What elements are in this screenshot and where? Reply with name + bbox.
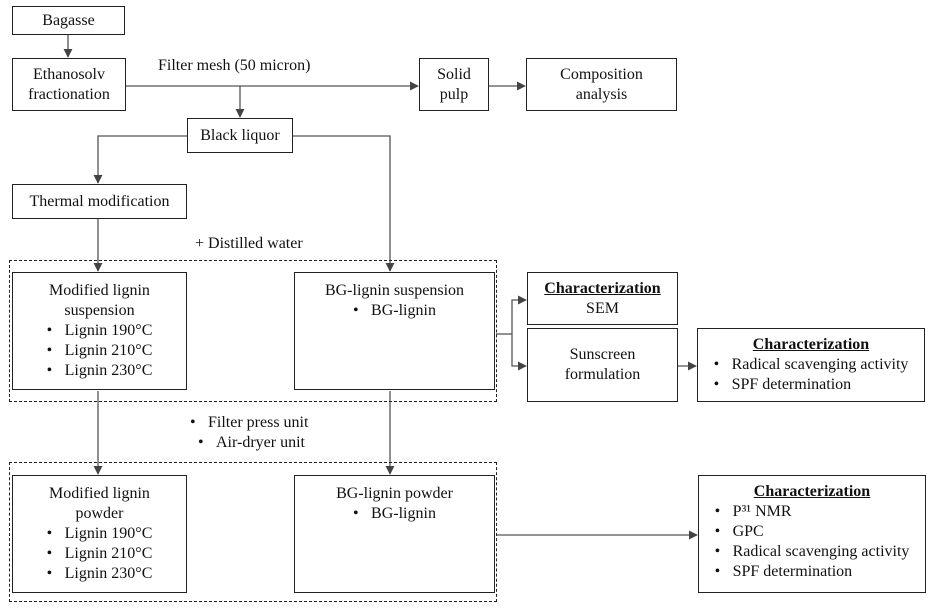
solid-pulp-box: Solid pulp — [419, 58, 489, 111]
bagasse-box: Bagasse — [12, 6, 125, 35]
mod-powder-title-2: powder — [75, 505, 124, 522]
ethanosolv-box: Ethanosolv fractionation — [12, 58, 126, 111]
bg-powder-list: BG-lignin — [353, 504, 436, 524]
list-item: SPF determination — [715, 562, 910, 582]
characterization-sunscreen-box: Characterization Radical scavenging acti… — [697, 328, 925, 402]
sunscreen-line-1: Sunscreen — [569, 346, 636, 363]
bg-susp-list: BG-lignin — [353, 301, 436, 321]
characterization-heading: Characterization — [753, 483, 871, 500]
bg-lignin-suspension-box: BG-lignin suspension BG-lignin — [294, 272, 495, 390]
characterization-sem-box: Characterization SEM — [527, 272, 678, 325]
modified-lignin-powder-box: Modified lignin powder Lignin 190°C Lign… — [12, 475, 187, 593]
bg-susp-title: BG-lignin suspension — [324, 282, 465, 299]
process-steps-label: Filter press unit Air-dryer unit — [190, 413, 308, 453]
ethanosolv-line-2: fractionation — [28, 85, 110, 103]
mod-powder-title-1: Modified lignin — [49, 485, 150, 502]
characterization-powder-box: Characterization P³¹ NMR GPC Radical sca… — [698, 475, 926, 593]
list-item: Lignin 190°C — [47, 524, 153, 544]
process-steps-list: Filter press unit Air-dryer unit — [190, 413, 308, 453]
list-item: Radical scavenging activity — [715, 542, 910, 562]
characterization-heading: Characterization — [752, 336, 870, 353]
characterization-heading: Characterization — [544, 279, 661, 297]
list-item: Lignin 230°C — [47, 361, 153, 381]
composition-analysis-box: Composition analysis — [526, 58, 677, 111]
sunscreen-formulation-box: Sunscreen formulation — [527, 328, 678, 402]
list-item: Lignin 210°C — [47, 544, 153, 564]
list-item: Lignin 230°C — [47, 564, 153, 584]
distilled-water-label: + Distilled water — [195, 235, 303, 252]
char-sunscreen-list: Radical scavenging activity SPF determin… — [714, 355, 909, 395]
list-item: Air-dryer unit — [190, 433, 308, 453]
mod-susp-list: Lignin 190°C Lignin 210°C Lignin 230°C — [47, 321, 153, 381]
suspension-group — [9, 260, 497, 402]
list-item: BG-lignin — [353, 301, 436, 321]
list-item: GPC — [715, 522, 910, 542]
list-item: Lignin 190°C — [47, 321, 153, 341]
filter-mesh-label: Filter mesh (50 micron) — [158, 57, 311, 74]
ethanosolv-line-1: Ethanosolv — [33, 65, 105, 83]
solid-pulp-line-2: pulp — [439, 85, 469, 103]
mod-powder-list: Lignin 190°C Lignin 210°C Lignin 230°C — [47, 524, 153, 584]
bg-lignin-powder-box: BG-lignin powder BG-lignin — [294, 475, 495, 593]
black-liquor-box: Black liquor — [187, 118, 293, 153]
bg-powder-title: BG-lignin powder — [336, 485, 453, 502]
sem-label: SEM — [586, 299, 619, 317]
composition-line-2: analysis — [575, 85, 628, 103]
list-item: BG-lignin — [353, 504, 436, 524]
mod-susp-title-2: suspension — [64, 302, 135, 319]
list-item: Radical scavenging activity — [714, 355, 909, 375]
list-item: Lignin 210°C — [47, 341, 153, 361]
char-powder-list: P³¹ NMR GPC Radical scavenging activity … — [715, 502, 910, 582]
arrow-black-liquor-to-thermal — [93, 135, 187, 184]
thermal-modification-box: Thermal modification — [12, 184, 187, 219]
arrow-to-sunscreen — [511, 334, 527, 371]
black-liquor-label: Black liquor — [200, 126, 280, 144]
bagasse-label: Bagasse — [42, 11, 95, 29]
sunscreen-line-2: formulation — [564, 366, 641, 383]
list-item: P³¹ NMR — [715, 502, 910, 522]
arrow-to-sem — [511, 295, 527, 334]
mod-susp-title-1: Modified lignin — [49, 282, 150, 299]
solid-pulp-line-1: Solid — [437, 65, 471, 83]
composition-line-1: Composition — [560, 65, 643, 83]
thermal-modification-label: Thermal modification — [29, 192, 170, 210]
list-item: Filter press unit — [190, 413, 308, 433]
arrow-black-liquor-to-bg-suspension — [293, 135, 395, 272]
modified-lignin-suspension-box: Modified lignin suspension Lignin 190°C … — [12, 272, 187, 390]
list-item: SPF determination — [714, 375, 909, 395]
powder-group — [9, 462, 497, 602]
